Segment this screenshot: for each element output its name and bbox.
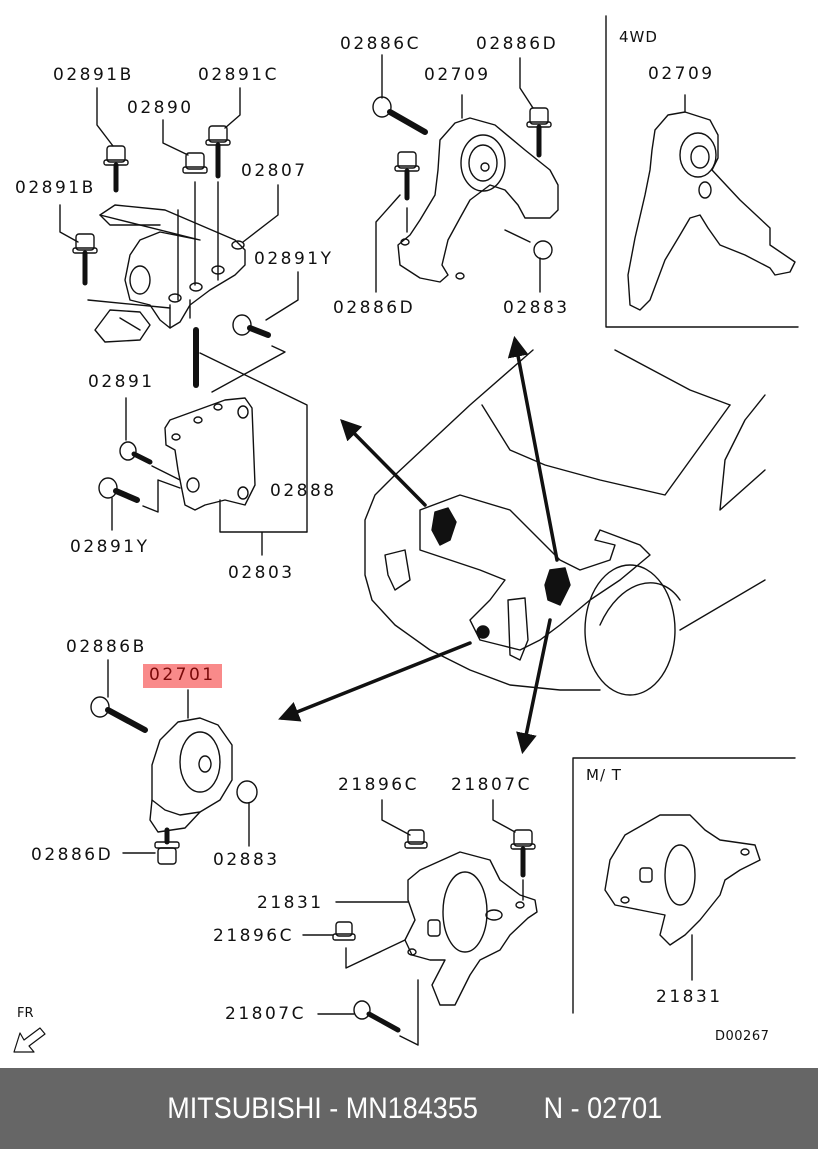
bolt-02886B bbox=[90, 659, 148, 733]
front-direction-label: FR bbox=[17, 1006, 34, 1021]
inset-frame-mt bbox=[572, 757, 796, 1014]
part-label-21807C-bottom[interactable]: 21807C bbox=[225, 1004, 306, 1024]
part-label-02891Y-right[interactable]: 02891Y bbox=[254, 249, 334, 269]
bolt-02886D-top bbox=[519, 57, 552, 158]
mount-02701 bbox=[149, 689, 233, 833]
pointer-arrows bbox=[278, 335, 559, 755]
part-label-02701-highlighted[interactable]: 02701 bbox=[143, 664, 222, 688]
nut-02883-top bbox=[504, 229, 553, 293]
part-label-02891[interactable]: 02891 bbox=[88, 372, 155, 392]
footer-brand-part-number: MITSUBISHI - MN184355 bbox=[166, 1091, 478, 1125]
part-label-02709-4wd[interactable]: 02709 bbox=[648, 64, 715, 84]
part-label-02891C[interactable]: 02891C bbox=[198, 65, 279, 85]
part-label-21896C-left[interactable]: 21896C bbox=[213, 926, 294, 946]
bolt-02886C bbox=[372, 54, 428, 135]
inset-title-4wd: 4WD bbox=[619, 28, 658, 46]
part-label-02886D-top[interactable]: 02886D bbox=[476, 34, 559, 54]
front-direction-arrow bbox=[13, 1027, 46, 1053]
part-label-02807[interactable]: 02807 bbox=[241, 161, 308, 181]
bolt-02886D-lower bbox=[122, 827, 180, 865]
part-label-02803[interactable]: 02803 bbox=[228, 563, 295, 583]
bolt-21807C-bottom bbox=[317, 979, 419, 1046]
part-label-02886C[interactable]: 02886C bbox=[340, 34, 421, 54]
mount-02709-4wd bbox=[627, 94, 796, 311]
bolt-21807C-top bbox=[492, 799, 536, 901]
part-label-21896C-top[interactable]: 21896C bbox=[338, 775, 419, 795]
footer-bar: MITSUBISHI - MN184355 N - 02701 bbox=[0, 1068, 818, 1149]
part-label-02888[interactable]: 02888 bbox=[270, 481, 337, 501]
bolt-02891B-left bbox=[59, 204, 98, 286]
part-label-21831[interactable]: 21831 bbox=[257, 893, 324, 913]
mount-bracket-02807 bbox=[94, 204, 246, 343]
nut-02883-lower bbox=[236, 780, 258, 847]
bolt-02886D-bottom bbox=[375, 151, 420, 293]
part-label-02891B-left[interactable]: 02891B bbox=[15, 178, 96, 198]
part-label-02886D-lower[interactable]: 02886D bbox=[31, 845, 114, 865]
part-label-02890[interactable]: 02890 bbox=[127, 98, 194, 118]
exploded-parts-diagram bbox=[13, 15, 799, 1053]
nut-21896C-left bbox=[302, 921, 406, 969]
bolt-02891 bbox=[119, 397, 181, 481]
bolt-02891C bbox=[205, 87, 241, 179]
part-label-21807C-top[interactable]: 21807C bbox=[451, 775, 532, 795]
part-label-02891B-top[interactable]: 02891B bbox=[53, 65, 134, 85]
diagram-code: D00267 bbox=[715, 1029, 770, 1044]
mount-02709 bbox=[397, 94, 559, 283]
inset-title-mt: M/ T bbox=[586, 766, 622, 784]
bracket-02803 bbox=[164, 397, 308, 556]
part-label-02709[interactable]: 02709 bbox=[424, 65, 491, 85]
part-label-02886B[interactable]: 02886B bbox=[66, 637, 147, 657]
inset-frame-4wd bbox=[605, 15, 799, 328]
part-label-02886D-bottom[interactable]: 02886D bbox=[333, 298, 416, 318]
part-label-02891Y-left[interactable]: 02891Y bbox=[70, 537, 150, 557]
bolt-02891B-top bbox=[96, 87, 129, 193]
part-label-02883-top[interactable]: 02883 bbox=[503, 298, 570, 318]
nut-21896C-top bbox=[381, 799, 428, 849]
nut-02890 bbox=[162, 119, 208, 174]
vehicle-outline bbox=[364, 349, 766, 696]
bolt-02891Y-left bbox=[98, 477, 181, 531]
part-label-02883-lower[interactable]: 02883 bbox=[213, 850, 280, 870]
bolt-02891Y-right bbox=[232, 271, 299, 338]
mount-21831 bbox=[404, 851, 538, 1006]
footer-reference-number: N - 02701 bbox=[543, 1091, 662, 1125]
part-label-21831-mt[interactable]: 21831 bbox=[656, 987, 723, 1007]
mount-21831-mt bbox=[604, 814, 761, 981]
